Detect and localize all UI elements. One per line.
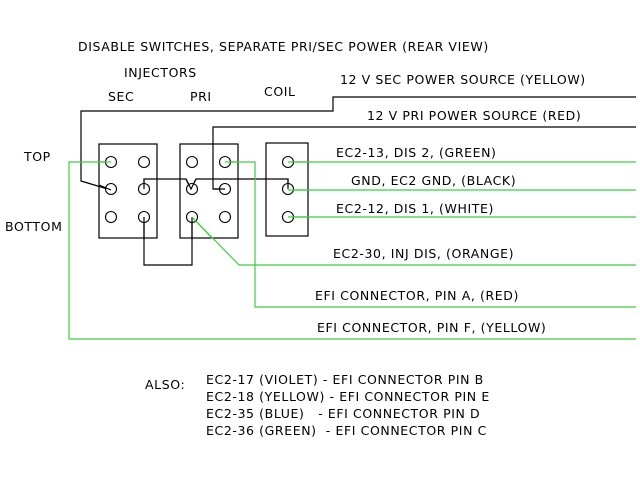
wire-label-efi-pin-a: EFI CONNECTOR, PIN A, (RED) [315,288,519,303]
wire-label-gnd: GND, EC2 GND, (BLACK) [351,173,516,188]
pin [104,210,118,224]
wire-label-sec-power: 12 V SEC POWER SOURCE (YELLOW) [340,72,586,87]
pin [104,182,118,196]
pin [137,155,151,169]
sec-pins [104,155,151,224]
sec-label: SEC [108,89,134,104]
sec-power-wire [80,96,636,191]
pri-pins [185,155,232,224]
wire-label-ec2-12: EC2-12, DIS 1, (WHITE) [336,201,494,216]
ec2-30-stub [191,216,213,239]
wire-label-ec2-13: EC2-13, DIS 2, (GREEN) [336,145,497,160]
pin [218,210,232,224]
diagram-title: DISABLE SWITCHES, SEPARATE PRI/SEC POWER… [78,39,489,54]
pin [185,155,199,169]
also-item: EC2-36 (GREEN) - EFI CONNECTOR PIN C [206,423,487,438]
injectors-label: INJECTORS [124,65,197,80]
also-label: ALSO: [145,377,185,392]
pri-injector-connector [179,143,239,239]
top-label: TOP [23,149,51,164]
pin [185,182,199,196]
efi-pin-a-wire [225,161,636,308]
also-item: EC2-35 (BLUE) - EFI CONNECTOR PIN D [206,406,480,421]
coil-label: COIL [264,84,296,99]
wire-label-ec2-30: EC2-30, INJ DIS, (ORANGE) [333,246,514,261]
sec-power-stub [98,184,112,191]
also-item: EC2-17 (VIOLET) - EFI CONNECTOR PIN B [206,372,484,387]
wire-label-pri-power: 12 V PRI POWER SOURCE (RED) [367,108,581,123]
injector-jumper-wire [143,217,193,266]
efi-pin-f-wire [68,161,636,340]
pri-label: PRI [190,89,212,104]
ground-stub-pri [185,178,197,191]
wire-label-efi-pin-f: EFI CONNECTOR, PIN F, (YELLOW) [317,320,546,335]
bottom-label: BOTTOM [5,219,62,234]
also-item: EC2-18 (YELLOW) - EFI CONNECTOR PIN E [206,389,490,404]
sec-injector-connector [98,143,158,239]
